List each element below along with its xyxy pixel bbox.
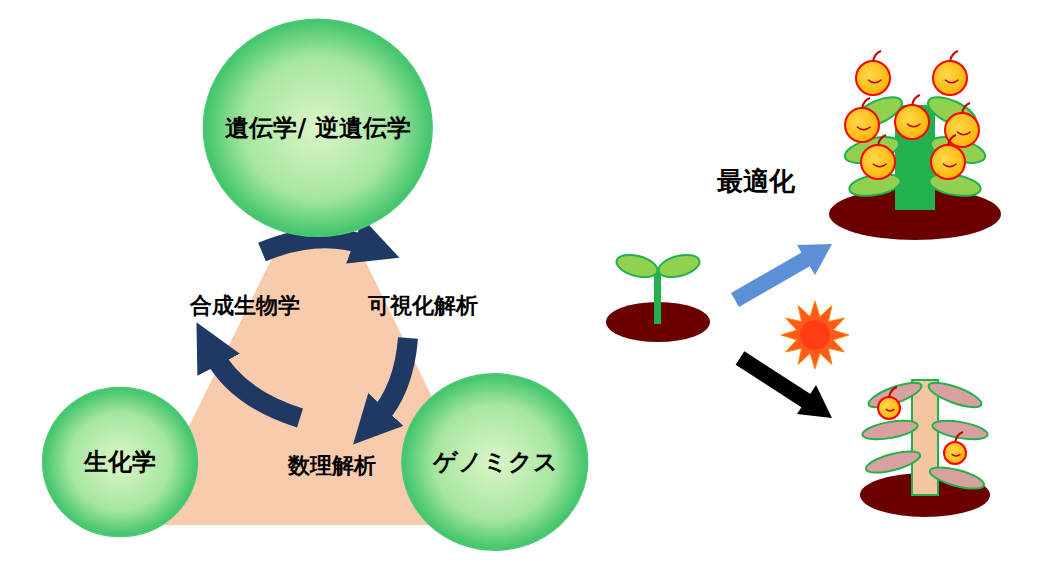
black-arrow: [797, 385, 832, 418]
method-label: 可視化解析: [368, 291, 478, 321]
optimized-plant: [829, 51, 1001, 240]
stressed-plant: [860, 378, 990, 517]
topic-text: 遺伝学/ 逆遺伝学: [225, 112, 410, 144]
sun: [781, 301, 849, 369]
topic-text: ゲノミクス: [433, 446, 558, 478]
topic-text: 生化学: [84, 446, 156, 478]
cycle-arrows: [212, 238, 408, 420]
topic-circle: 遺伝学/ 逆遺伝学: [201, 17, 435, 239]
method-label: 合成生物学: [190, 291, 300, 321]
blue-arrow: [797, 244, 832, 275]
topic-circle: 生化学: [41, 386, 199, 538]
method-label: 最適化: [717, 164, 795, 199]
seedling: [606, 251, 710, 342]
topic-circle: ゲノミクス: [400, 372, 590, 552]
method-label: 数理解析: [288, 451, 376, 481]
